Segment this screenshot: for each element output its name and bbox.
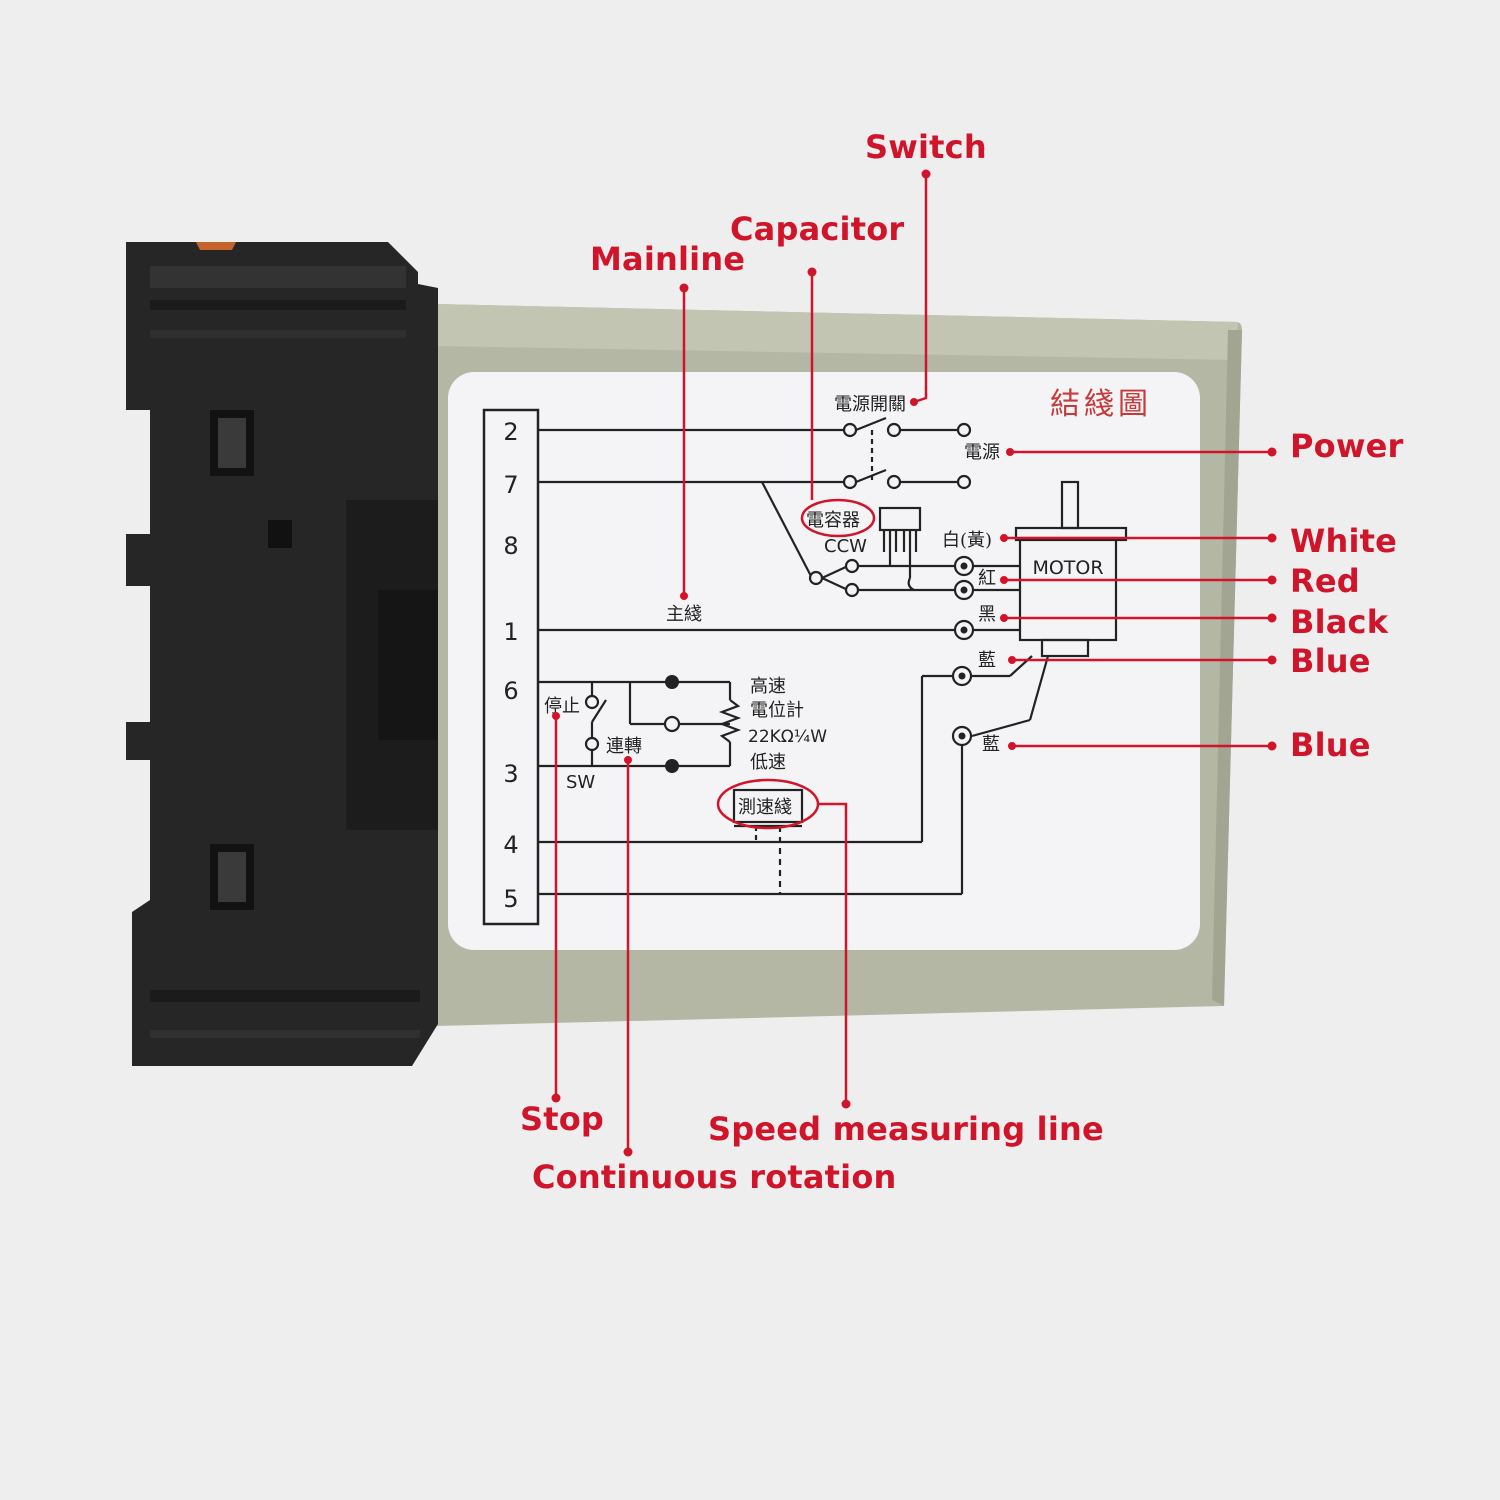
- contact-dots-filled: [665, 562, 968, 773]
- terminal-5: 5: [503, 885, 518, 913]
- label-white-yellow: 白(黃): [942, 530, 992, 551]
- label-potentiometer: 電位計: [750, 700, 804, 721]
- terminal-6: 6: [503, 677, 518, 705]
- callout-white: White: [1290, 522, 1398, 560]
- diagram-title: 結綫圖: [1050, 387, 1152, 422]
- label-pot-value: 22KΩ¼W: [748, 727, 827, 747]
- label-power: 電源: [964, 442, 1000, 463]
- terminal-strip: 2 7 8 1 6 3 4 5: [482, 408, 540, 926]
- callout-stop: Stop: [520, 1100, 605, 1138]
- callout-blue-1: Blue: [1290, 642, 1371, 680]
- callout-power: Power: [1290, 427, 1404, 465]
- label-capacitor: 電容器: [806, 510, 860, 531]
- label-mainline: 主綫: [666, 604, 702, 625]
- label-red: 紅: [978, 568, 996, 589]
- label-sw: SW: [566, 772, 595, 793]
- terminal-4: 4: [503, 831, 518, 859]
- callout-capacitor: Capacitor: [730, 210, 905, 248]
- callout-mainline: Mainline: [590, 240, 746, 278]
- wiring-label: [448, 372, 1200, 950]
- label-speed-line: 測速綫: [738, 797, 792, 818]
- contact-dots: [584, 422, 975, 752]
- callout-black: Black: [1290, 603, 1389, 641]
- label-stop: 停止: [544, 696, 580, 717]
- label-ccw: CCW: [824, 536, 867, 557]
- terminal-2: 2: [503, 418, 518, 446]
- label-blue-1: 藍: [978, 650, 996, 671]
- wiring-lines: [538, 416, 1128, 896]
- callout-blue-2: Blue: [1290, 726, 1371, 764]
- label-power-switch: 電源開關: [834, 394, 906, 415]
- terminal-7: 7: [503, 471, 518, 499]
- label-low-speed: 低速: [750, 752, 786, 773]
- callout-speed-line: Speed measuring line: [708, 1110, 1104, 1148]
- label-continuous: 連轉: [606, 736, 642, 757]
- callout-red: Red: [1290, 562, 1360, 600]
- terminal-1: 1: [503, 618, 518, 646]
- terminal-8: 8: [503, 532, 518, 560]
- callout-leaders: [554, 174, 1272, 1152]
- label-high-speed: 高速: [750, 676, 786, 697]
- label-black: 黑: [978, 604, 996, 625]
- terminal-3: 3: [503, 760, 518, 788]
- diagram-labels: 結綫圖 電源開關 電源 電容器 CCW MOTOR 白(黃) 紅 黑 藍 藍 主…: [544, 387, 1152, 818]
- label-blue-2: 藍: [982, 734, 1000, 755]
- callout-switch: Switch: [865, 128, 987, 166]
- label-motor: MOTOR: [1032, 557, 1103, 579]
- relay-socket: [126, 242, 438, 1066]
- callout-dots: [551, 169, 1277, 1157]
- callout-continuous: Continuous rotation: [532, 1158, 897, 1196]
